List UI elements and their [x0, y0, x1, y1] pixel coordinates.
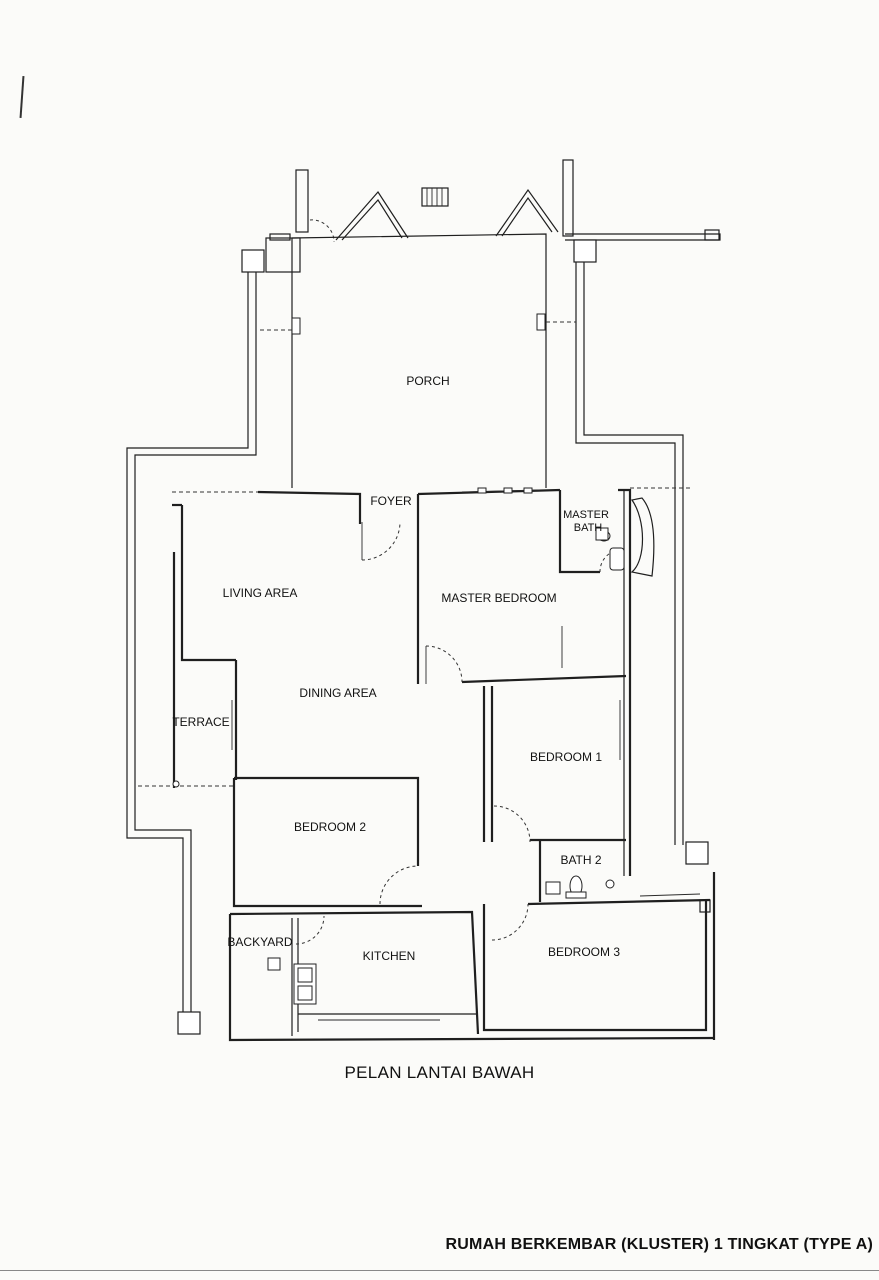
label-bedroom-3: BEDROOM 3 — [548, 945, 620, 959]
label-master-bath-2: BATH — [574, 522, 603, 534]
label-master-bedroom: MASTER BEDROOM — [441, 591, 556, 605]
label-living-area: LIVING AREA — [223, 586, 298, 600]
label-bedroom-1: BEDROOM 1 — [530, 750, 602, 764]
room-labels: PORCH FOYER MASTER BATH LIVING AREA MAST… — [172, 374, 620, 963]
porch-area — [260, 233, 576, 488]
drains — [177, 239, 709, 1035]
label-bath-2: BATH 2 — [560, 853, 601, 867]
label-bedroom-2: BEDROOM 2 — [294, 820, 366, 834]
label-master-bath-1: MASTER — [563, 509, 609, 521]
fixtures — [172, 497, 655, 1005]
plan-title: PELAN LANTAI BAWAH — [344, 1063, 535, 1082]
boundary-lines — [126, 229, 721, 1018]
label-porch: PORCH — [406, 374, 449, 388]
label-dining-area: DINING AREA — [299, 686, 376, 700]
doors — [295, 521, 619, 945]
label-terrace: TERRACE — [172, 715, 229, 729]
porch-gate — [265, 159, 574, 273]
house-walls — [138, 487, 716, 1042]
house-type-caption: RUMAH BERKEMBAR (KLUSTER) 1 TINGKAT (TYP… — [445, 1236, 873, 1253]
windows — [231, 487, 701, 1021]
label-foyer: FOYER — [370, 494, 412, 508]
label-backyard: BACKYARD — [227, 935, 292, 949]
page-bottom-rule — [0, 1270, 879, 1271]
label-kitchen: KITCHEN — [363, 949, 416, 963]
